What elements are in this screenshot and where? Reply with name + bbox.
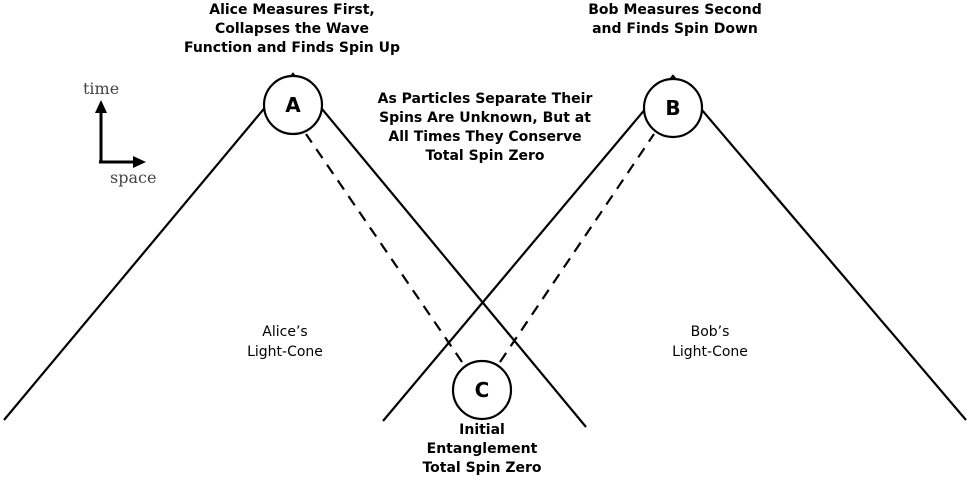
space-axis-label: space [110,168,156,187]
separation-note: As Particles Separate Their Spins Are Un… [370,90,600,166]
alice-note-line-3: Function and Finds Spin Up [183,40,401,56]
event-a: A [262,74,324,136]
alice-particle-worldline [305,133,463,363]
alice-cone-label: Alice’s Light-Cone [220,322,350,362]
axis-indicator: time space [83,79,156,187]
alice-light-cone [3,72,587,428]
event-b-label: B [665,96,680,120]
separation-note-line-4: Total Spin Zero [425,148,545,164]
bob-cone-label-line-1: Bob’s [690,324,730,340]
bob-note-line-2: and Finds Spin Down [592,21,758,37]
alice-cone-label-line-2: Light-Cone [247,344,323,360]
time-axis-label: time [83,79,119,98]
initial-note-line-2: Entanglement [426,441,538,457]
separation-note-line-2: Spins Are Unknown, But at [379,110,591,126]
event-c: C [451,359,513,421]
alice-cone-label-line-1: Alice’s [262,324,308,340]
event-a-label: A [285,93,301,117]
initial-note-line-1: Initial [459,422,505,438]
separation-note-line-1: As Particles Separate Their [377,91,593,107]
alice-note-line-1: Alice Measures First, [209,2,375,18]
bob-note-line-1: Bob Measures Second [588,2,762,18]
initial-note-line-3: Total Spin Zero [422,460,542,476]
event-a-circle [262,74,324,136]
bob-light-cone [382,74,967,422]
event-c-circle [451,359,513,421]
separation-note-line-3: All Times They Conserve [388,129,582,145]
alice-measurement-note: Alice Measures First, Collapses the Wave… [176,1,408,58]
initial-entanglement-note: Initial Entanglement Total Spin Zero [407,421,557,478]
bob-cone-label-line-2: Light-Cone [672,344,748,360]
bob-measurement-note: Bob Measures Second and Finds Spin Down [570,1,780,39]
space-axis-arrowhead [133,156,146,168]
event-b-circle [642,77,704,139]
event-c-label: C [475,378,490,402]
event-b: B [642,77,704,139]
time-axis-arrowhead [95,100,107,113]
bob-cone-label: Bob’s Light-Cone [645,322,775,362]
bob-particle-worldline [499,133,655,363]
alice-note-line-2: Collapses the Wave [214,21,370,37]
